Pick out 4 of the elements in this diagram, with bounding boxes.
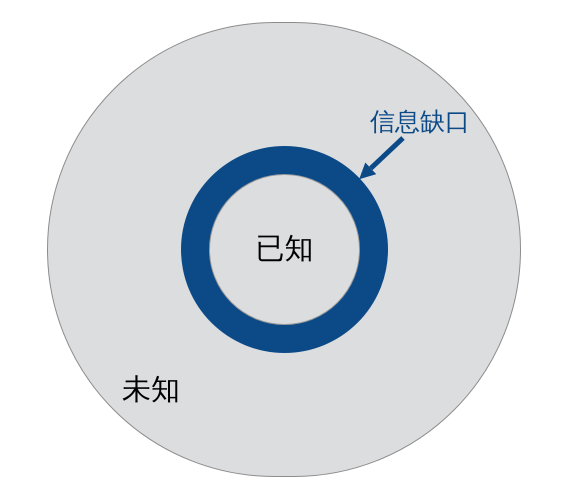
region-label: 未知	[122, 374, 180, 406]
callout-label: 信息缺口	[367, 106, 473, 138]
region-label: 已知	[256, 235, 314, 264]
arrow	[359, 136, 405, 180]
